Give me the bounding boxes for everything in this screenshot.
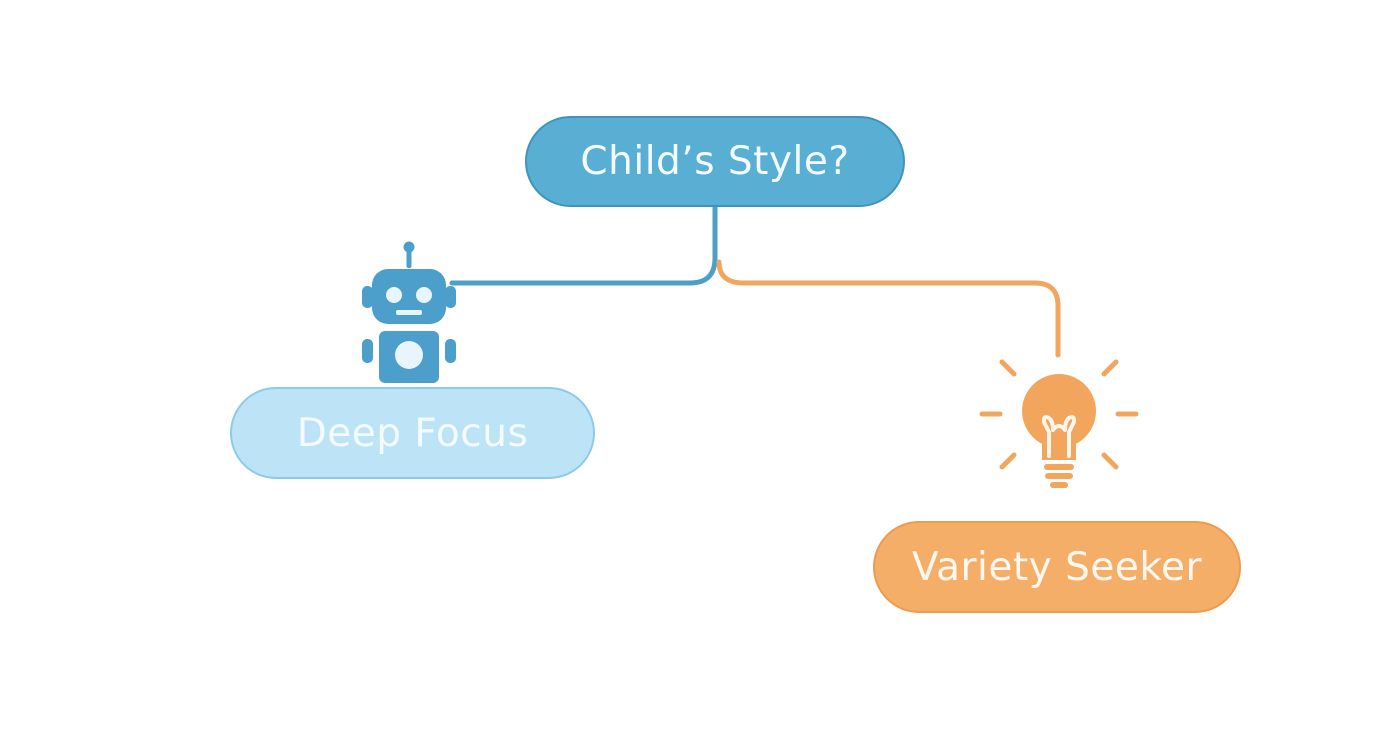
connector-to-variety-seeker [716, 259, 1061, 358]
connector-to-deep-focus [449, 204, 718, 286]
root-question-node: Child’s Style? [525, 116, 905, 207]
robot-icon [362, 241, 456, 383]
variety-seeker-label: Variety Seeker [911, 544, 1203, 590]
deep-focus-node: Deep Focus [230, 387, 595, 479]
deep-focus-label: Deep Focus [296, 410, 529, 456]
root-question-label: Child’s Style? [580, 139, 850, 184]
variety-seeker-node: Variety Seeker [873, 521, 1241, 613]
lightbulb-icon [979, 359, 1139, 488]
